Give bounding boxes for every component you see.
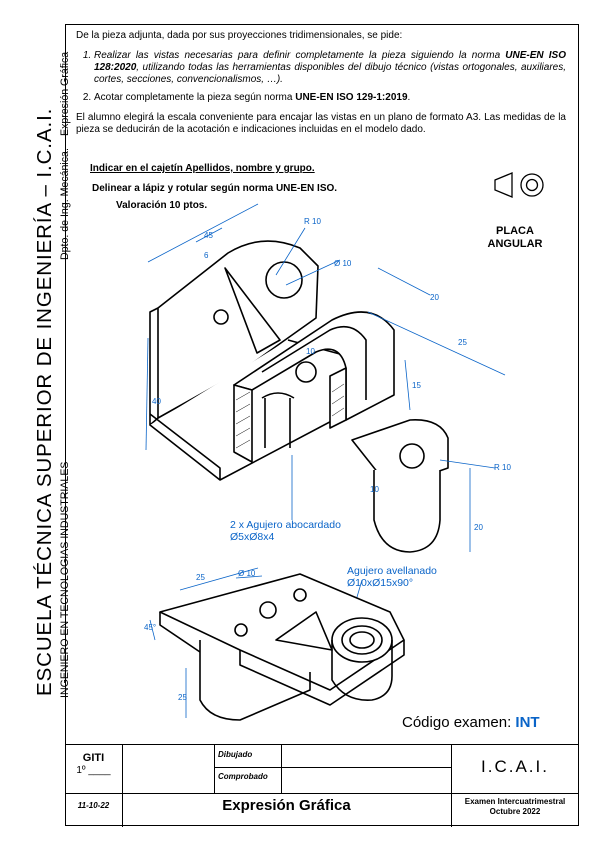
part-name: PLACA ANGULAR (487, 225, 543, 250)
drawing-sheet-frame (65, 24, 579, 826)
dim-40: 40 (152, 397, 161, 406)
dim-phi10-bottom: Ø 10 (238, 569, 256, 578)
dim-r10-top: R 10 (304, 217, 321, 226)
statement-note: El alumno elegirá la escala conveniente … (76, 112, 566, 135)
dim-20-top: 20 (430, 293, 439, 302)
tb-date: 11-10-22 (77, 801, 110, 810)
dim-45: 45 (204, 231, 213, 240)
statement-intro: De la pieza adjunta, dada por sus proyec… (76, 30, 403, 41)
dim-6: 6 (204, 251, 209, 260)
instruction-pencil-lettering: Delinear a lápiz y rotular según norma U… (92, 183, 338, 194)
task-list: Realizar las vistas necesarias para defi… (76, 50, 566, 104)
dim-25-left: 25 (178, 693, 187, 702)
task-2: Acotar completamente la pieza según norm… (94, 92, 566, 104)
countersink-annotation: Agujero avellanado Ø10xØ15x90° (347, 565, 437, 589)
tb-year: 1º ____ (76, 765, 111, 776)
counterbore-annotation: 2 x Agujero abocardado Ø5xØ8x4 (230, 519, 341, 543)
dim-25-bottom: 25 (196, 573, 205, 582)
tb-degree: GITI (82, 752, 105, 764)
tb-checked-label: Comprobado (218, 772, 268, 781)
dim-10-low: 10 (370, 485, 379, 494)
dim-15: 15 (412, 381, 421, 390)
dim-25-right: 25 (458, 338, 467, 347)
dim-phi10-top: Ø 10 (334, 259, 352, 268)
dim-20-low: 20 (474, 523, 483, 532)
exam-statement: De la pieza adjunta, dada por sus proyec… (76, 30, 566, 146)
task-1: Realizar las vistas necesarias para defi… (94, 50, 566, 86)
instruction-score: Valoración 10 ptos. (116, 200, 208, 211)
title-block: GITI 1º ____ Dibujado Comprobado I.C.A.I… (65, 744, 579, 827)
first-angle-projection-symbol (494, 172, 544, 198)
dim-10-mid: 10 (306, 347, 315, 356)
dim-45-degrees: 45° (144, 623, 156, 632)
dim-r10-right: R 10 (494, 463, 511, 472)
tb-logo: I.C.A.I. (481, 757, 549, 776)
tb-subject: Expresión Gráfica (222, 797, 351, 814)
instruction-fill-title-block: Indicar en el cajetín Apellidos, nombre … (90, 163, 315, 174)
tb-exam-type: Examen Intercuatrimestral Octubre 2022 (464, 797, 566, 816)
tb-drawn-label: Dibujado (218, 750, 253, 759)
exam-code: Código examen: INT (402, 714, 540, 731)
